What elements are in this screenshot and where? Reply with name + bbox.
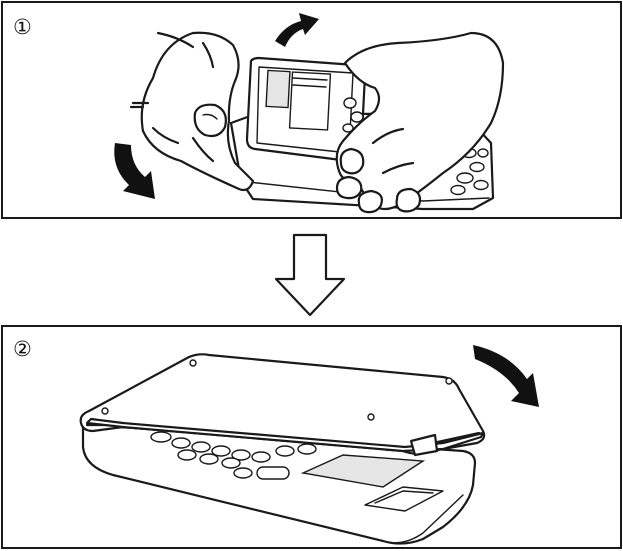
- curved-arrow-up-icon: [275, 13, 319, 47]
- curved-arrow-right-icon: [473, 345, 539, 407]
- step-2-illustration: [79, 345, 539, 545]
- down-arrow-icon: [274, 233, 346, 317]
- calculator-cover: [79, 353, 486, 457]
- curved-arrow-down-icon: [114, 143, 155, 199]
- calculator-cover: [245, 56, 367, 163]
- left-hand: [129, 31, 255, 192]
- step-1-illustration: [114, 13, 505, 214]
- step-1-number: ①: [13, 15, 32, 39]
- step-1-panel: ①: [1, 1, 622, 219]
- step-2-panel: ②: [1, 325, 622, 549]
- right-hand: [335, 31, 505, 214]
- step-2-number: ②: [13, 337, 32, 361]
- calculator-body: [81, 425, 477, 545]
